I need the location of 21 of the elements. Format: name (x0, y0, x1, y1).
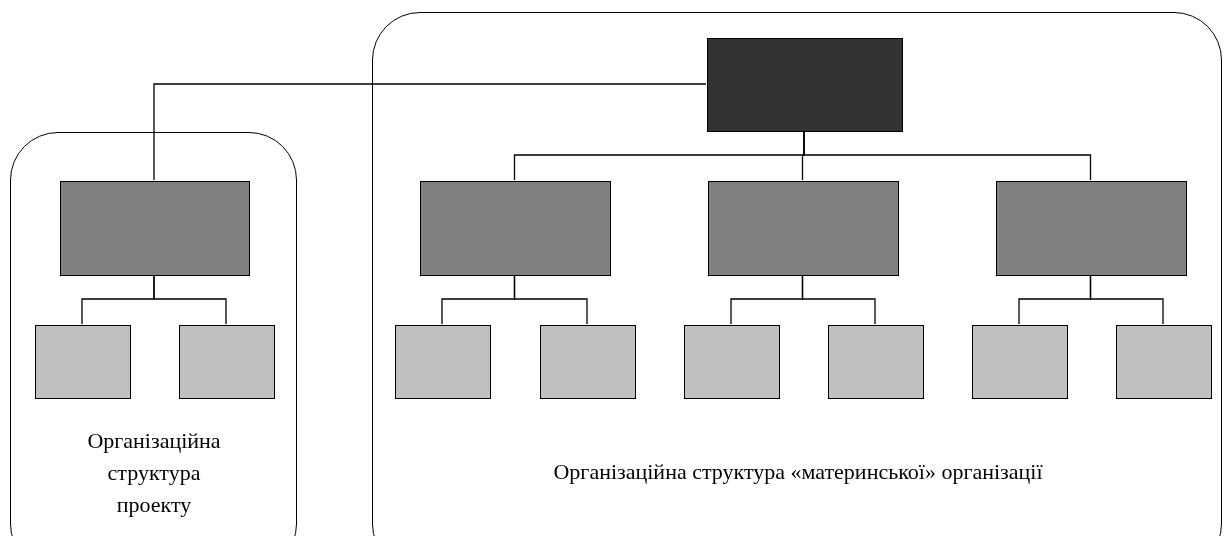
org-box (540, 325, 636, 399)
connector-line (801, 274, 876, 325)
group-caption: Організаційна структура проекту (86, 427, 222, 519)
org-box (420, 181, 611, 276)
org-box (972, 325, 1068, 399)
org-box (1116, 325, 1212, 399)
org-box (35, 325, 131, 399)
org-box (828, 325, 924, 399)
org-box (60, 181, 250, 276)
group-caption: Організаційна структура «материнської» організації (552, 458, 1044, 486)
org-box (707, 38, 903, 132)
connector-line (153, 274, 227, 325)
connector-line (803, 130, 1092, 181)
org-box (395, 325, 491, 399)
connector-line (153, 83, 707, 181)
org-box (996, 181, 1187, 276)
org-box (179, 325, 275, 399)
org-box (708, 181, 899, 276)
connector-line (513, 274, 588, 325)
org-box (684, 325, 780, 399)
connector-line (1089, 274, 1164, 325)
